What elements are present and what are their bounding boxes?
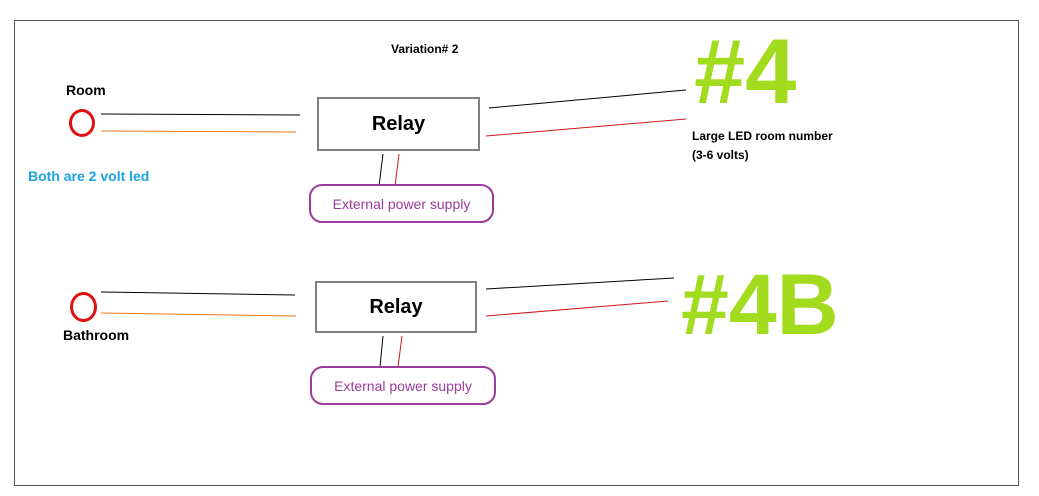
wire-bath-led-black	[100, 291, 296, 296]
wire-room-psu-red	[394, 153, 400, 187]
room-relay: Relay	[317, 97, 480, 151]
wire-room-led-orange	[100, 130, 297, 133]
bathroom-display-number: #4B	[681, 257, 839, 353]
room-led-icon	[69, 109, 95, 137]
diagram-title: Variation# 2	[391, 42, 459, 56]
bathroom-led-icon	[70, 292, 97, 322]
wire-room-psu-black	[378, 153, 384, 187]
display-caption-line1: Large LED room number	[692, 129, 833, 143]
wire-room-led-black	[100, 113, 301, 116]
diagram-canvas	[14, 20, 1019, 486]
led-note: Both are 2 volt led	[28, 168, 150, 184]
wire-bath-led-orange	[100, 312, 297, 317]
wire-room-display-black	[488, 89, 687, 109]
wire-room-display-red	[485, 118, 687, 137]
wire-bath-display-red	[485, 300, 669, 317]
bathroom-relay: Relay	[315, 281, 477, 333]
wire-bath-psu-black	[379, 335, 384, 368]
wire-bath-display-black	[485, 277, 675, 290]
display-caption-line2: (3-6 volts)	[692, 148, 749, 162]
room-display-number: #4	[694, 21, 797, 123]
room-power-supply: External power supply	[309, 184, 494, 223]
room-label: Room	[66, 82, 106, 98]
wire-bath-psu-red	[397, 335, 403, 368]
bathroom-power-supply: External power supply	[310, 366, 496, 405]
bathroom-label: Bathroom	[63, 327, 130, 343]
